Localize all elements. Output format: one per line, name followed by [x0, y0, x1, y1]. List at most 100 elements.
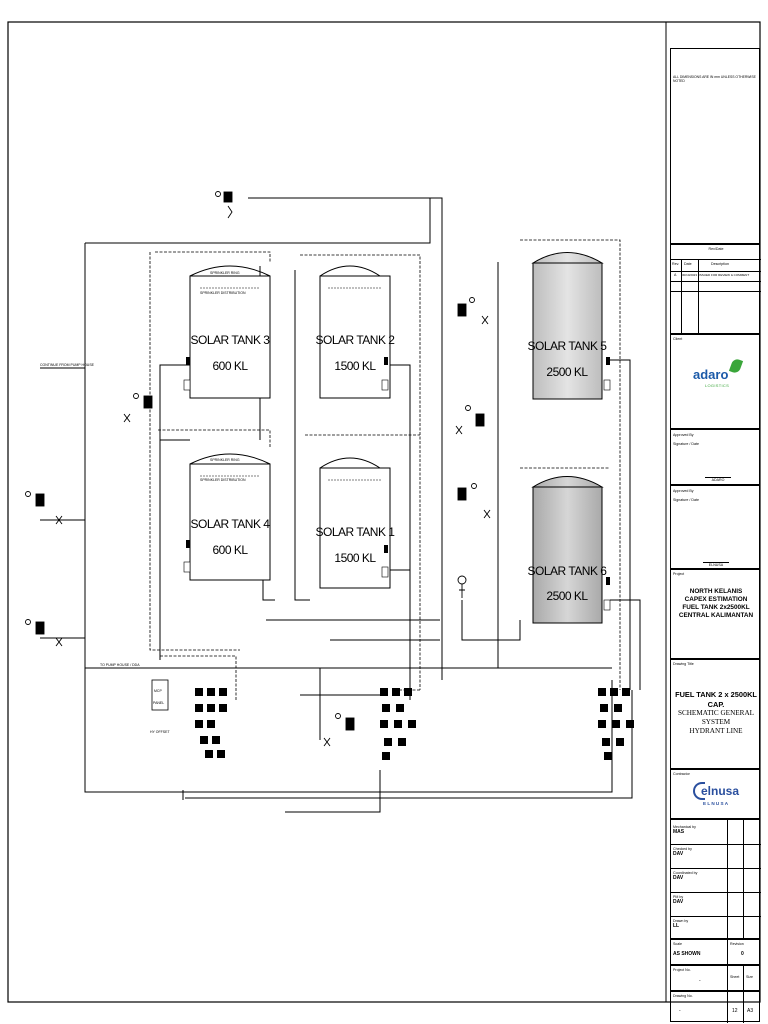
sprinkler-label-3: SPRINKLER RING: [210, 458, 240, 462]
size-label: Size: [746, 975, 753, 979]
tank-5: SOLAR TANK 5 2500 KL: [528, 252, 608, 400]
scale-value: AS SHOWN: [673, 951, 701, 957]
client-label: Client: [673, 337, 683, 341]
revision-label: Revision: [730, 942, 744, 946]
control-panel: MCP PANEL: [151, 679, 169, 711]
tank-4-capacity: 600 KL: [212, 543, 248, 557]
elnusa-logo-spaced: E L N U S A: [703, 801, 729, 806]
manifold-right: [598, 688, 634, 760]
person-row-2: Checked by DAV: [673, 847, 692, 858]
person-role: Checked by: [673, 847, 692, 851]
scale-label: Scale: [673, 942, 682, 946]
tank-nozzles: [183, 357, 611, 611]
adaro-logo: adaro LOGISTICS: [693, 355, 744, 395]
sheet-label: Sheet: [730, 975, 740, 979]
adaro-leaf-icon: [728, 357, 744, 375]
tank-1-name: SOLAR TANK 1: [316, 525, 396, 539]
tank-5-capacity: 2500 KL: [546, 365, 588, 379]
tank-1-capacity: 1500 KL: [334, 551, 376, 565]
tank-2: SOLAR TANK 2 1500 KL: [316, 265, 396, 399]
person-row-3: Coordinated by DAV: [673, 871, 698, 882]
tank-1: SOLAR TANK 1 1500 KL: [316, 457, 396, 589]
drawing-border: [7, 21, 761, 1003]
drawing-title-label: Drawing Title: [673, 662, 694, 666]
adaro-logo-sub: LOGISTICS: [705, 383, 730, 388]
tank-6-name: SOLAR TANK 6: [528, 564, 608, 578]
people-block: Mechanical by MAS Checked by DAV Coordin…: [670, 819, 761, 940]
person-role: Coordinated by: [673, 871, 698, 875]
scale-row: Scale AS SHOWN Revision 0: [670, 939, 760, 966]
elnusa-swoosh-icon: [693, 782, 705, 800]
drawing-no-label: Drawing No.: [673, 994, 693, 998]
tank-3: SOLAR TANK 3 600 KL: [189, 265, 271, 399]
person-name: DAV: [673, 850, 684, 857]
sheet-value: 12: [732, 1008, 738, 1014]
project-block: Project NORTH KELANIS CAPEX ESTIMATION F…: [670, 569, 760, 659]
contractor-block: Contractor elnusa E L N U S A: [670, 769, 760, 819]
person-name: MAS: [673, 828, 685, 835]
revision-value: 0: [741, 951, 744, 957]
project-no-row: Project No. - Sheet Size: [670, 965, 760, 992]
drawing-no-value: -: [679, 1008, 681, 1014]
tank-3-capacity: 600 KL: [212, 359, 248, 373]
tank-6: SOLAR TANK 6 2500 KL: [528, 476, 608, 624]
revision-heading: Rev/Date: [708, 247, 724, 251]
tank-4: SOLAR TANK 4 600 KL: [189, 453, 271, 581]
panel-label-2: PANEL: [153, 701, 164, 705]
tank-3-name: SOLAR TANK 3: [191, 333, 271, 347]
tank-6-capacity: 2500 KL: [546, 589, 588, 603]
panel-label-1: MCP: [154, 689, 162, 693]
person-row-4: PM by DAV: [673, 895, 683, 906]
adaro-logo-text: adaro: [693, 367, 729, 382]
project-label: Project: [673, 572, 685, 576]
sprinkler-label-2: SPRINKLER DISTRIBUTION: [200, 291, 246, 295]
person-name: LL: [673, 922, 680, 929]
revision-block: Rev/Date Rev. Date Description A 30/10/2…: [670, 244, 761, 335]
client-signature-label: Signature / Date: [673, 442, 699, 446]
left-note-2: TO PUMP HOUSE / DDA: [100, 663, 140, 667]
project-line-3: FUEL TANK 2x2500KL: [682, 604, 750, 611]
person-row-5: Drawn by LL: [673, 919, 689, 930]
drawing-title-block: Drawing Title FUEL TANK 2 x 2500KL CAP. …: [670, 659, 760, 769]
tank-2-name: SOLAR TANK 2: [316, 333, 396, 347]
person-role: Drawn by: [673, 919, 689, 923]
tank-2-capacity: 1500 KL: [334, 359, 376, 373]
rev-row-date: 30/10/2023: [682, 273, 698, 277]
contractor-approved-label: Approved By: [673, 489, 694, 493]
tank-5-name: SOLAR TANK 5: [528, 339, 608, 353]
person-name: DAV: [673, 874, 684, 881]
notes-header: ALL DIMENSIONS ARE IN mm UNLESS OTHERWIS…: [673, 75, 756, 83]
drawing-no-row: Drawing No. - 12 A3: [670, 991, 760, 1023]
elnusa-logo: elnusa E L N U S A: [693, 782, 753, 812]
client-stamp: ADARO: [705, 477, 731, 483]
contractor-label: Contractor: [673, 772, 690, 776]
left-note-1: CONTINUE FROM PUMP HOUSE: [40, 363, 95, 367]
hydrant-symbols: [25, 191, 491, 747]
project-no-label: Project No.: [673, 968, 691, 972]
manifold-middle: [380, 688, 416, 760]
drawing-title-line-1: SCHEMATIC GENERAL SYSTEM: [677, 709, 755, 726]
client-block: Client adaro LOGISTICS: [670, 334, 760, 429]
contractor-approval: Approved By Signature / Date ELNUSA: [670, 485, 760, 569]
project-no-value: -: [699, 978, 701, 984]
tank-4-name: SOLAR TANK 4: [191, 517, 271, 531]
project-line-2: CAPEX ESTIMATION: [684, 596, 748, 603]
hy-offset-label: HY OFFSET: [150, 730, 170, 734]
drawing-title-line-2: HYDRANT LINE: [689, 726, 743, 735]
sprinkler-label-4: SPRINKLER DISTRIBUTION: [200, 478, 246, 482]
manifold-left: [195, 688, 227, 758]
contractor-signature-label: Signature / Date: [673, 498, 699, 502]
piping-lines: [40, 197, 641, 813]
client-approved-label: Approved By: [673, 433, 694, 437]
dashed-lines: [149, 239, 621, 700]
person-role: Mechanical by: [673, 825, 696, 829]
elnusa-logo-text: elnusa: [701, 784, 740, 798]
project-line-1: NORTH KELANIS: [689, 588, 743, 595]
rev-col-rev: Rev.: [672, 262, 680, 266]
notes-box: ALL DIMENSIONS ARE IN mm UNLESS OTHERWIS…: [670, 48, 760, 244]
title-block: ALL DIMENSIONS ARE IN mm UNLESS OTHERWIS…: [670, 22, 761, 1023]
rev-row-rev: A: [674, 273, 677, 277]
size-value: A3: [747, 1008, 754, 1014]
drawing-title-bold: FUEL TANK 2 x 2500KL CAP.: [675, 690, 757, 709]
